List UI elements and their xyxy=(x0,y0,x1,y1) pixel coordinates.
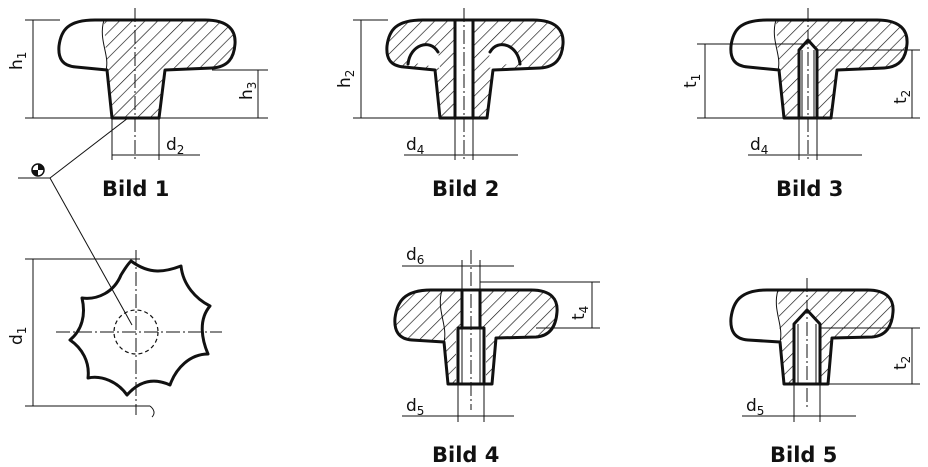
dim-d2-label: d2 xyxy=(166,135,184,157)
caption-bild-5: Bild 5 xyxy=(770,443,837,467)
figure-bild-1: h1 h3 d2 Bild 1 xyxy=(7,8,268,201)
dim-d4-label-a: d4 xyxy=(406,135,424,157)
dim-h2-label: h2 xyxy=(335,70,357,88)
figure-bild-5: t2 d5 Bild 5 xyxy=(729,278,920,467)
dim-t4-label: t4 xyxy=(569,306,591,320)
figure-bild-4: d6 t4 d5 Bild 4 xyxy=(393,245,600,467)
figure-top-view: d1 xyxy=(7,250,222,418)
bild1-knob-outline xyxy=(57,18,237,120)
dim-d1-label: d1 xyxy=(7,327,29,345)
material-leader xyxy=(18,117,133,326)
caption-bild-1: Bild 1 xyxy=(102,177,169,201)
caption-bild-4: Bild 4 xyxy=(432,443,499,467)
figure-bild-3: t1 t2 d4 Bild 3 xyxy=(681,8,920,201)
bild1-break-line xyxy=(101,19,108,71)
insert-mark-icon xyxy=(31,163,45,177)
dim-t1-label: t1 xyxy=(681,74,703,88)
caption-bild-3: Bild 3 xyxy=(776,177,843,201)
dim-d5-label-a: d5 xyxy=(406,396,424,418)
dim-h1-label: h1 xyxy=(7,52,29,70)
dim-d4-label-b: d4 xyxy=(750,135,768,157)
star-knob-outline xyxy=(68,259,212,397)
dim-h3-label: h3 xyxy=(237,82,259,100)
figure-bild-2: h2 d4 Bild 2 xyxy=(335,8,565,201)
dim-t2-label-a: t2 xyxy=(891,90,913,104)
caption-bild-2: Bild 2 xyxy=(432,177,499,201)
dim-d6-label: d6 xyxy=(406,245,424,267)
dim-t2-label-b: t2 xyxy=(891,356,913,370)
dim-d5-label-b: d5 xyxy=(746,396,764,418)
